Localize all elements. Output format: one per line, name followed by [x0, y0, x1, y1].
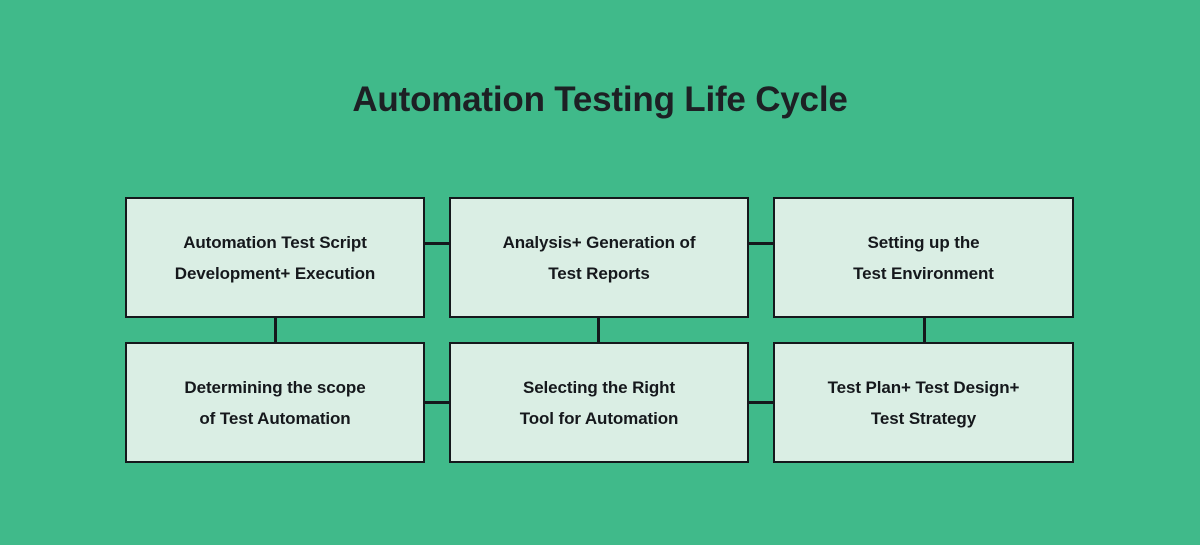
connector-box2-box5: [597, 317, 600, 343]
page-title: Automation Testing Life Cycle: [352, 80, 848, 119]
process-box-test-plan-test-design-test-strategy[interactable]: Test Plan+ Test Design+ Test Strategy: [773, 342, 1074, 463]
process-box-label: Analysis+ Generation of Test Reports: [502, 232, 696, 283]
process-box-label: Determining the scope of Test Automation: [184, 377, 366, 428]
connector-box5-box6: [748, 401, 774, 404]
process-box-label: Test Plan+ Test Design+ Test Strategy: [827, 377, 1020, 428]
process-box-analysis-generation-of-test-reports[interactable]: Analysis+ Generation of Test Reports: [449, 197, 749, 318]
process-box-label: Selecting the Right Tool for Automation: [519, 377, 679, 428]
process-box-determining-the-scope-of-test-automation[interactable]: Determining the scope of Test Automation: [125, 342, 425, 463]
connector-box1-box4: [274, 317, 277, 343]
process-box-label: Setting up the Test Environment: [853, 232, 994, 283]
connector-box3-box6: [923, 317, 926, 343]
connector-box2-box3: [748, 242, 774, 245]
connector-box4-box5: [424, 401, 450, 404]
connector-box1-box2: [424, 242, 450, 245]
process-box-automation-test-script-development-execution[interactable]: Automation Test Script Development+ Exec…: [125, 197, 425, 318]
process-box-setting-up-the-test-environment[interactable]: Setting up the Test Environment: [773, 197, 1074, 318]
process-box-label: Automation Test Script Development+ Exec…: [174, 232, 376, 283]
process-box-selecting-the-right-tool-for-automation[interactable]: Selecting the Right Tool for Automation: [449, 342, 749, 463]
